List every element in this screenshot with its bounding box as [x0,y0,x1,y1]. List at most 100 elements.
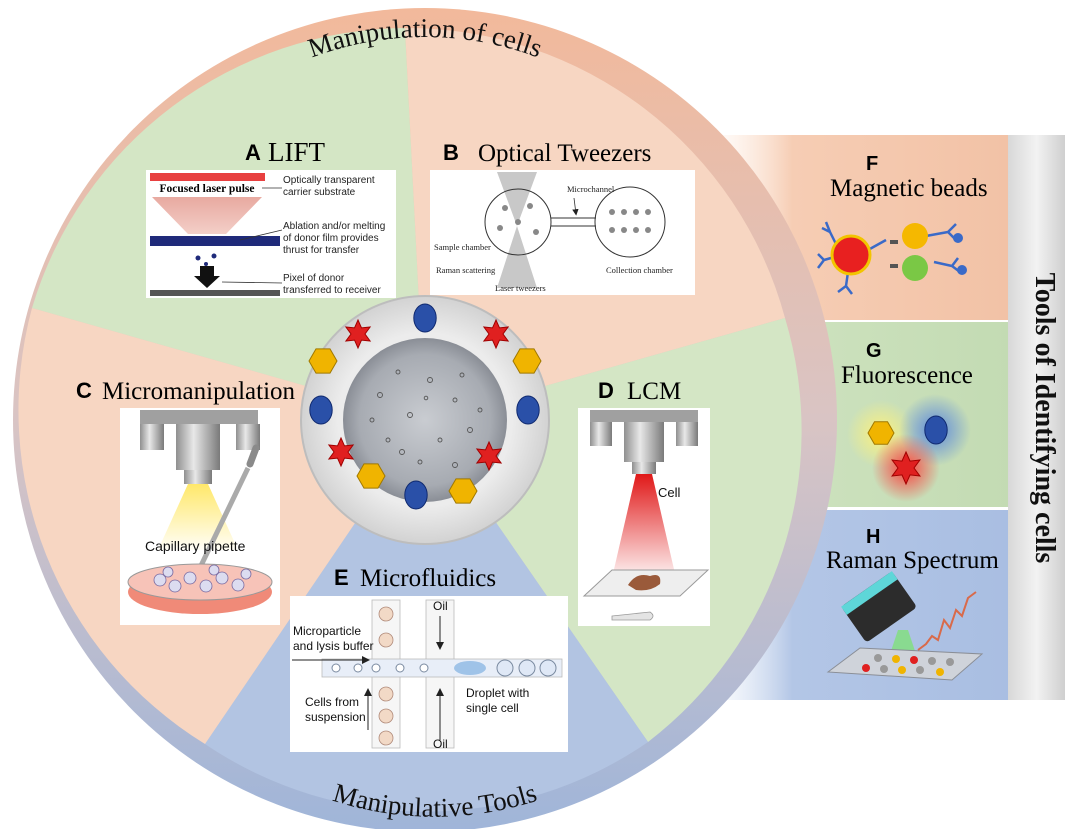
lift-particle [204,262,208,266]
microchannel-leader [572,197,579,216]
panel-h-title: Raman Spectrum [826,547,999,574]
collection-chamber-circle [594,186,666,258]
cell-sample-dish [343,338,507,502]
magnetic-bead-green [902,255,928,281]
lift-leader [221,281,283,284]
lift-note: Pixel of donor [283,273,345,284]
tweezers-label: Raman scattering [436,265,496,275]
panel-h-letter: H [866,526,880,548]
lcm-cell-label: Cell [658,485,681,500]
panel-f-magnetic-beads: F Magnetic beads [817,153,988,295]
panel-f-letter: F [866,153,878,175]
suspension-cells [378,606,394,746]
sample-cells [369,369,483,468]
lift-arrow-head [194,276,220,288]
oval-marker [309,395,333,425]
pipette-icon [193,466,251,578]
droplet-label: single cell [466,701,519,715]
panel-c-micromanipulation: C Micromanipulation Capillary pipette [76,378,296,625]
laser-tweezers-beam [497,172,537,288]
lift-laser-label: Focused laser pulse [160,183,255,195]
oval-marker [404,480,428,510]
lift-ablation-cavity [186,246,228,254]
lift-leader [239,229,283,241]
lift-donor-film [150,236,280,246]
panel-g-title: Fluorescence [841,362,973,389]
panel-c-letter: C [76,378,92,403]
lift-note: Optically transparent [283,175,375,186]
center-hub [300,295,550,545]
tweezers-label: Microchannel [567,184,615,194]
raman-sample-spots [862,654,954,676]
tweezers-label: Collection chamber [606,265,673,275]
panel-h-raman: H Raman Spectrum [826,526,999,681]
lift-particle [195,255,201,261]
star-marker [344,318,372,350]
microscope-icon [140,410,260,484]
lcm-tissue [628,575,661,591]
oil-label: Oil [433,599,448,613]
panel-e-letter: E [334,565,349,590]
bead-target [957,265,967,275]
oval-marker [924,415,948,445]
hexagon-marker [867,421,895,445]
lift-note: thrust for transfer [283,245,360,256]
panel-b-letter: B [443,140,459,165]
microscope-icon [841,571,916,642]
microparticle-label: and lysis buffer [293,639,374,653]
pipette-label: Capillary pipette [145,538,246,554]
lift-note: Ablation and/or melting [283,221,385,232]
panel-d-lcm: D LCM Cell [578,378,710,626]
lift-figure [146,170,396,298]
star-marker [482,318,510,350]
bead-linker [890,240,898,244]
star-marker [327,436,355,468]
oval-marker [413,303,437,333]
lift-receiver [150,290,280,296]
hexagon-marker [308,348,338,374]
hexagon-marker [356,463,386,489]
tweezers-label: Laser tweezers [495,283,546,293]
raman-spectrum-line [917,591,977,651]
tweezers-particles [497,203,651,235]
laser-beam-icon [152,197,262,234]
tweezers-label: Sample chamber [434,242,491,252]
lift-arrow-shaft [200,266,214,276]
panel-g-fluorescence: G Fluorescence [841,340,973,502]
dish-cells [153,564,252,593]
microparticles [331,663,429,673]
bead-linker [890,264,898,268]
antibody-icon [817,221,961,295]
magnetic-bead-red [830,234,872,276]
sample-chamber-circle [484,188,552,256]
panel-e-title: Microfluidics [360,565,496,592]
oil-label: Oil [433,737,448,751]
bead-target [953,233,963,243]
microparticle-label: Microparticle [293,624,361,638]
oval-marker [516,395,540,425]
microscope-icon [590,410,698,474]
hub-markers [308,303,542,510]
cells-label: suspension [305,710,366,724]
panel-d-letter: D [598,378,614,403]
droplet-forming [454,661,486,675]
laser-beam-icon [612,474,676,578]
hexagon-marker [512,348,542,374]
lift-laser-bar [150,173,265,181]
panel-a-lift: A LIFT Focused laser pulse Optically tra… [146,137,396,298]
panel-b-optical-tweezers: B Optical Tweezers Microchannel Sample c… [430,140,695,295]
side-bar [1008,135,1065,700]
magnetic-bead-gold [902,223,928,249]
star-marker [891,450,921,486]
lift-note: of donor film provides [283,233,379,244]
pipette-bulb [246,444,260,468]
lift-note: transferred to receiver [283,285,381,296]
lcm-tube [611,611,654,621]
panel-d-title: LCM [627,378,681,405]
cells-label: Cells from [305,695,359,709]
panel-e-microfluidics: E Microfluidics Oil Oil Microparticle an… [290,565,568,752]
panel-c-title: Micromanipulation [102,378,296,405]
lift-note: carrier substrate [283,187,356,198]
droplets [496,659,557,677]
